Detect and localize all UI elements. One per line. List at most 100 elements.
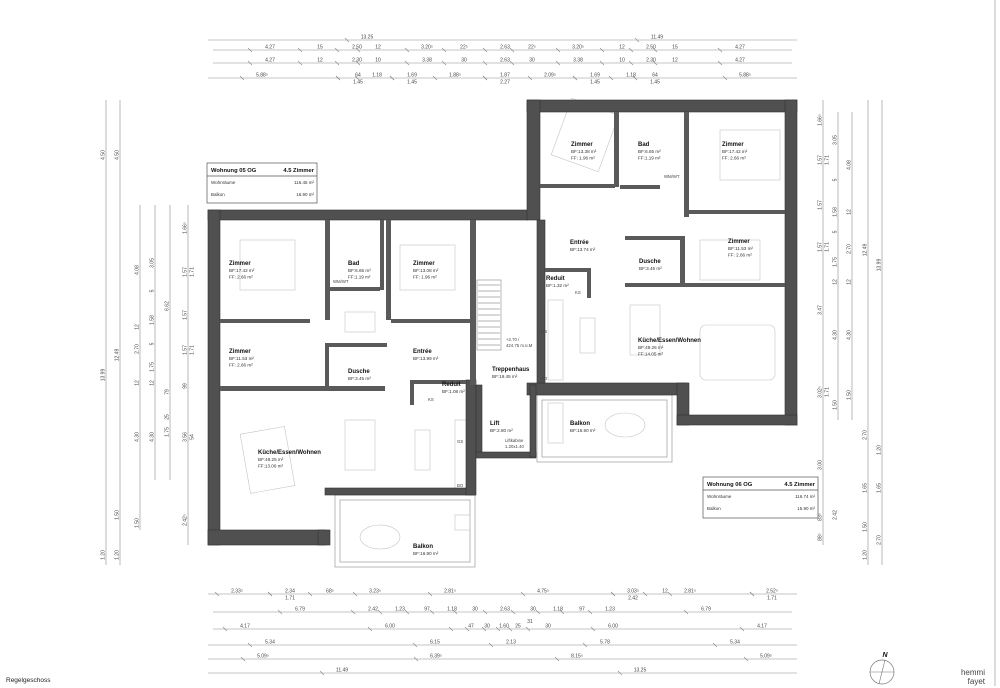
dimension-tick (599, 47, 605, 53)
dimension-label: 22⁵ (528, 45, 536, 51)
appliance-label: BO (541, 376, 548, 381)
dimension-tick (277, 609, 283, 615)
row-label: Wohnräume (211, 180, 236, 185)
dimension-label: 12 (135, 324, 141, 330)
dimension-tick (495, 626, 501, 632)
dimension-label: 1.57 (818, 242, 824, 252)
dimension-label: 6.15 (430, 640, 440, 646)
dimension-label: 30 (461, 58, 467, 64)
dimension-label: 1.20 (101, 550, 107, 560)
dimension-label: 30 (529, 58, 535, 64)
north-label: N (882, 652, 888, 659)
level-relative: +2.70 / (506, 337, 520, 342)
dimension-label: 5.09⁵ (257, 654, 269, 660)
dimension-label: 6.79 (295, 607, 305, 613)
room-area-bf: BF:49.25 m² (638, 345, 664, 350)
dimension-label: 3.23⁵ (369, 589, 381, 595)
sheet-title: Regelgeschoss (6, 677, 51, 684)
dimension-tick (267, 591, 273, 597)
dimension-tick (367, 626, 373, 632)
dimension-label: 1.71 (825, 387, 831, 397)
appliance-label: KS (428, 397, 434, 402)
dimension-tick (509, 60, 515, 66)
dimension-label: 8.15⁵ (571, 654, 583, 660)
dimension-tick (307, 591, 313, 597)
room-area-ff: FF:13.06 m² (258, 464, 283, 469)
dimension-label: 1.18 (626, 73, 636, 79)
row-label: Balkon (211, 192, 225, 197)
dimension-tick (389, 75, 395, 81)
dimension-label: 13.99 (877, 259, 883, 272)
dimension-label: 1.20 (115, 550, 121, 560)
appliance-label: GS (457, 439, 463, 444)
dimension-label: 1.87 (500, 73, 510, 79)
room-area-ff: FF: 2.66 m² (229, 363, 253, 368)
dimension-tick (555, 60, 561, 66)
room-name: Entrée (570, 240, 589, 246)
room-name: Reduit (442, 382, 461, 388)
level-absolute: 424.75 m.ü.M (506, 343, 533, 348)
logo-line2: fayet (968, 677, 986, 686)
dimension-tick (239, 75, 245, 81)
dimension-label: 1.69 (590, 73, 600, 79)
dimension-label: 3.05 (833, 135, 839, 145)
dimension-label: 88⁵ (818, 533, 824, 541)
dimension-tick (412, 642, 418, 648)
dimension-tick (525, 626, 531, 632)
dimension-tick (222, 626, 228, 632)
room-area-ff: FF: 2.66 m² (722, 156, 746, 161)
room-area-bf: BF:17.42 m² (722, 149, 748, 154)
dimension-label: 2.42⁵ (183, 514, 189, 526)
room-name: Zimmer (571, 142, 593, 148)
dimension-label: 1.71 (190, 267, 196, 277)
dimension-tick (482, 60, 488, 66)
dimension-label: 1.71 (825, 242, 831, 252)
dimension-label: 1.18 (553, 607, 563, 613)
dimension-label: 3.38 (573, 58, 583, 64)
dimension-label: 4.30 (847, 330, 853, 340)
dimension-label: 12 (135, 380, 141, 386)
dimension-tick (617, 670, 623, 676)
dimension-label: 2.70 (863, 430, 869, 440)
dimension-label: 30 (484, 624, 490, 630)
dimension-label: 4.17 (757, 624, 767, 630)
dimension-label: 79 (165, 389, 171, 395)
dimension-tick (599, 60, 605, 66)
dimension-tick (355, 47, 361, 53)
dimension-label: 25 (515, 624, 521, 630)
dimension-label: 99 (183, 383, 189, 389)
dimension-tick (240, 656, 246, 662)
dimension-label: 1.57 (183, 267, 189, 277)
apartment-title: Wohnung 05 OG (211, 168, 257, 174)
appliance-label: KS (575, 290, 581, 295)
dimension-label: 30 (472, 607, 478, 613)
dimension-label: 5 (833, 230, 839, 233)
dimension-tick (507, 626, 513, 632)
dimension-tick (683, 609, 689, 615)
dimension-label: 12.49 (863, 244, 869, 257)
room-name: Zimmer (229, 261, 251, 267)
dimension-tick (247, 642, 253, 648)
dimension-tick (610, 591, 616, 597)
dimension-tick (432, 75, 438, 81)
dimension-label: 1.57 (183, 310, 189, 320)
room-area-bf: BF:2.80 m² (490, 428, 513, 433)
room-area-bf: BF:11.53 m² (229, 356, 254, 361)
dimension-label: 5.34 (265, 640, 275, 646)
room-name: Zimmer (229, 349, 251, 355)
dimension-label: 4.50 (101, 150, 107, 160)
dimension-tick (352, 591, 358, 597)
